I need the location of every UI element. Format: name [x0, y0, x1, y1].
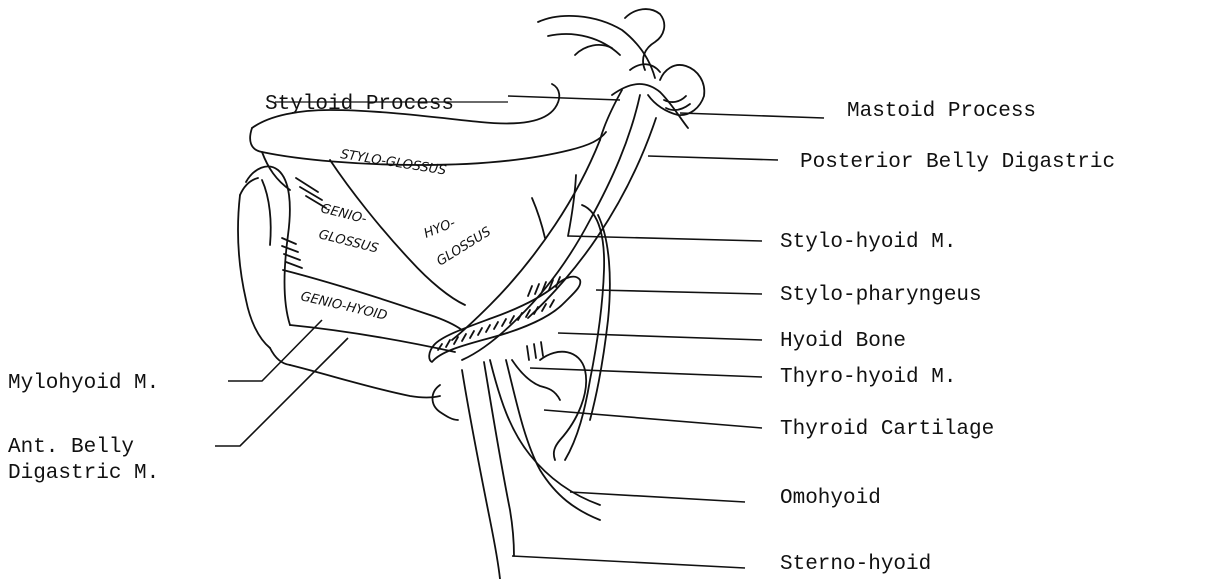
label-ant-belly-digastric-line1: Ant. Belly	[8, 436, 134, 459]
label-stylo-pharyngeus: Stylo-pharyngeus	[780, 284, 982, 307]
tongue-block-drawing	[238, 84, 606, 398]
larynx-drawing	[429, 205, 610, 579]
label-posterior-belly-digastric: Posterior Belly Digastric	[800, 151, 1115, 174]
label-ant-belly-digastric-line2: Digastric M.	[8, 462, 159, 485]
posterior-digastric-band	[452, 90, 656, 360]
hand-label-genio-hyoid: GENIO-HYOID	[299, 289, 388, 323]
label-stylo-hyoid: Stylo-hyoid M.	[780, 231, 956, 254]
label-styloid-process: Styloid Process	[265, 93, 454, 116]
label-omohyoid: Omohyoid	[780, 487, 881, 510]
label-hyoid-bone: Hyoid Bone	[780, 330, 906, 353]
label-sterno-hyoid: Sterno-hyoid	[780, 553, 931, 576]
label-thyroid-cartilage: Thyroid Cartilage	[780, 418, 994, 441]
hand-label-stylo-glossus: STYLO-GLOSSUS	[339, 147, 447, 179]
hand-label-genio-glossus-2: GLOSSUS	[317, 227, 380, 256]
leader-lines	[215, 96, 824, 568]
skull-mastoid-drawing	[538, 9, 704, 128]
label-mylohyoid: Mylohyoid M.	[8, 372, 159, 395]
label-mastoid-process: Mastoid Process	[847, 100, 1036, 123]
hand-label-hyo-glossus-1: HYO-	[422, 216, 458, 242]
hand-label-genio-glossus-1: GENIO-	[319, 201, 368, 227]
label-thyro-hyoid: Thyro-hyoid M.	[780, 366, 956, 389]
